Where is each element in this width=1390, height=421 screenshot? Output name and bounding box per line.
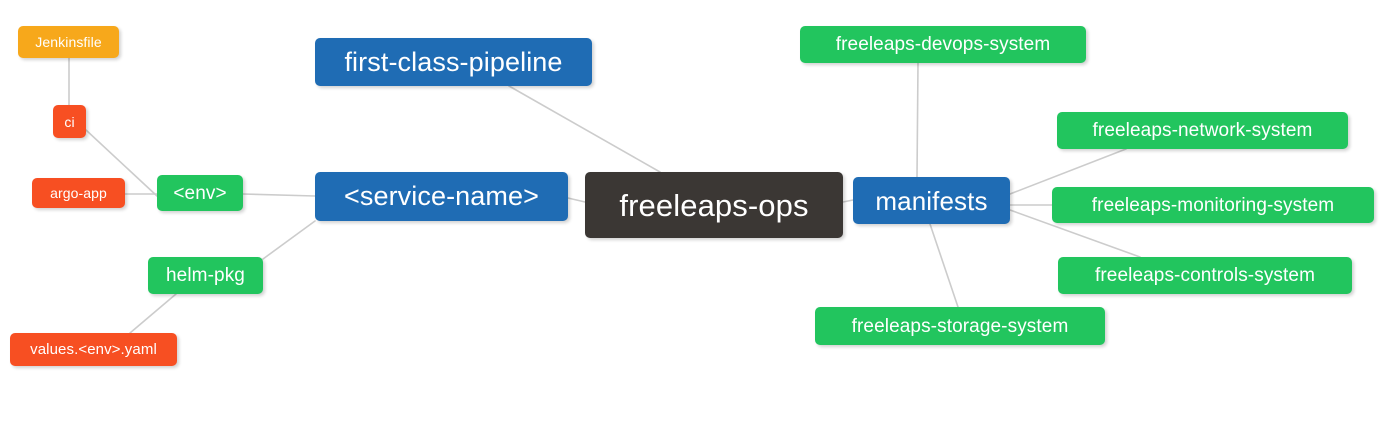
node-ci[interactable]: ci [53, 105, 86, 138]
edge-service-name-to-freeleaps-ops [567, 197, 586, 203]
node-jenkinsfile[interactable]: Jenkinsfile [18, 26, 119, 58]
node-argo-app[interactable]: argo-app [32, 178, 125, 208]
edge-helm-pkg-to-values-yaml [129, 293, 177, 334]
node-freeleaps-storage-system[interactable]: freeleaps-storage-system [815, 307, 1105, 345]
node-freeleaps-devops-system[interactable]: freeleaps-devops-system [800, 26, 1086, 63]
edge-manifests-to-freeleaps-storage-system [929, 223, 959, 308]
node-first-class-pipeline[interactable]: first-class-pipeline [315, 38, 592, 86]
node-service-name[interactable]: <service-name> [315, 172, 568, 221]
node-freeleaps-ops[interactable]: freeleaps-ops [585, 172, 843, 238]
node-freeleaps-network-system[interactable]: freeleaps-network-system [1057, 112, 1348, 149]
edge-freeleaps-ops-to-manifests [842, 199, 854, 203]
node-helm-pkg[interactable]: helm-pkg [148, 257, 263, 294]
node-freeleaps-monitoring-system[interactable]: freeleaps-monitoring-system [1052, 187, 1374, 223]
edge-manifests-to-freeleaps-devops-system [916, 62, 919, 178]
edge-service-name-to-helm-pkg [262, 220, 316, 260]
node-values-yaml[interactable]: values.<env>.yaml [10, 333, 177, 366]
node-manifests[interactable]: manifests [853, 177, 1010, 224]
node-freeleaps-controls-system[interactable]: freeleaps-controls-system [1058, 257, 1352, 294]
edge-env-to-service-name [242, 193, 316, 197]
edge-first-class-pipeline-to-freeleaps-ops [508, 85, 661, 173]
node-env[interactable]: <env> [157, 175, 243, 211]
